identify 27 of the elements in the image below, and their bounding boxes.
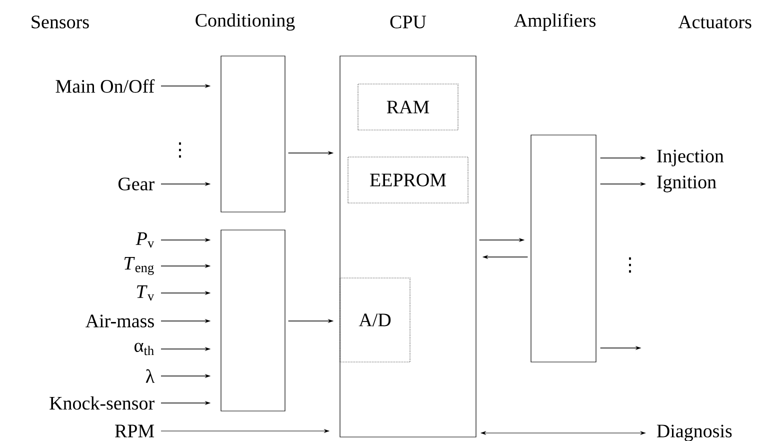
sensor-label: Gear: [118, 178, 154, 190]
block-box: [530, 134, 596, 362]
column-heading: CPU: [390, 16, 426, 28]
actuator-label: Injection: [657, 150, 724, 166]
sensor-label: Main On/Off: [56, 79, 155, 93]
block-box: [220, 56, 286, 212]
sensor-label: α$_{th}$: [134, 342, 154, 356]
column-heading: Amplifiers: [514, 13, 596, 31]
vertical-dots: ⋮: [179, 142, 181, 158]
cpu-box: [340, 56, 476, 438]
actuator-label: Diagnosis: [656, 424, 732, 441]
sensor-label: T$_{v}$: [137, 285, 154, 301]
sensor-label: λ: [146, 369, 154, 383]
block-box: [220, 230, 286, 412]
vertical-dots: ⋮: [629, 257, 631, 273]
memory-block: RAM: [358, 84, 458, 130]
sensor-label: T$_{eng}$: [124, 257, 154, 275]
column-heading: Sensors: [32, 16, 89, 28]
memory-block: A/D: [340, 278, 410, 362]
column-heading: Conditioning: [196, 13, 295, 31]
sensor-label: P$_{v}$: [136, 232, 154, 248]
memory-block: EEPROM: [348, 156, 468, 204]
sensor-label: Knock-sensor: [50, 396, 154, 410]
column-heading: Actuators: [678, 16, 752, 28]
sensor-label: Air-mass: [86, 314, 154, 328]
actuator-label: Ignition: [657, 176, 716, 192]
sensor-label: RPM: [115, 424, 154, 438]
